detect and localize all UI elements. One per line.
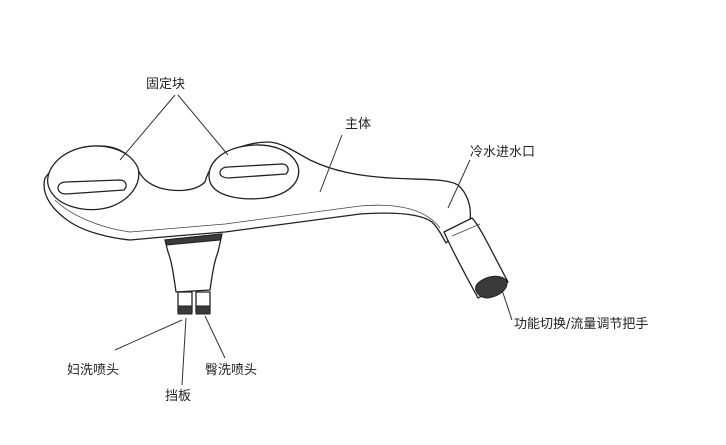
label-women-nozzle: 妇洗喷头 <box>67 363 120 378</box>
leader-knob <box>501 289 513 321</box>
label-function-knob: 功能切换/流量调节把手 <box>514 317 649 332</box>
leader-inlet <box>447 159 471 209</box>
right-slot <box>219 163 289 179</box>
label-main-body: 主体 <box>345 117 372 132</box>
leader-fixing-left <box>119 94 176 161</box>
left-slot <box>57 179 127 195</box>
body-edge <box>54 199 441 233</box>
leader-fixing-right <box>177 94 229 156</box>
knob-face <box>475 275 508 299</box>
leader-main-body <box>319 134 343 193</box>
label-baffle: 挡板 <box>165 389 192 404</box>
label-cold-water-inlet: 冷水进水口 <box>470 145 536 160</box>
leader-women-nozzle <box>114 319 183 351</box>
label-fixing-block: 固定块 <box>146 77 186 92</box>
leader-baffle <box>181 317 187 386</box>
label-rear-nozzle: 臀洗喷头 <box>205 363 258 378</box>
housing-shade <box>164 233 223 246</box>
nozzle-housing <box>164 233 223 293</box>
leader-rear-nozzle <box>204 315 226 359</box>
